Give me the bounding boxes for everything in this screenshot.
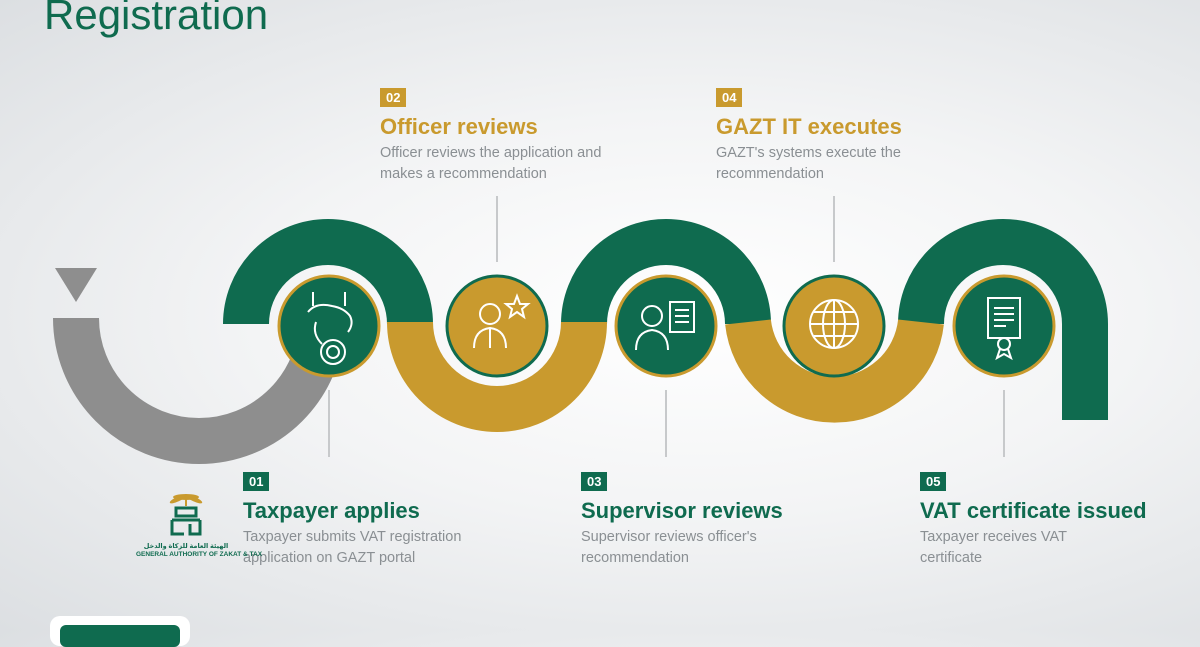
hand-card-icon [277,274,381,378]
flow-segment-green-2 [561,219,771,325]
step-title: Taxpayer applies [243,498,420,523]
step-title: GAZT IT executes [716,114,902,139]
step-number-badge: 04 [716,88,743,107]
officer-star-icon [445,274,549,378]
bottom-button[interactable] [50,616,190,647]
step-description: Officer reviews the application and make… [380,145,602,183]
step-number-badge: 02 [380,88,407,107]
supervisor-document-icon [614,274,718,378]
step-number-badge: 05 [920,472,947,491]
bottom-button-inner[interactable] [60,625,180,647]
step-description: GAZT's systems execute the recommendatio… [716,145,901,183]
gazt-logo: الهيئة العامة للزكاة والدخل GENERAL AUTH… [136,490,263,564]
logo-english-text: GENERAL AUTHORITY OF ZAKAT & TAX [136,550,263,558]
flow-segment-gold-1 [387,321,607,432]
step-04: 04 GAZT IT executes GAZT's systems execu… [716,88,916,185]
step-01: 01 Taxpayer applies Taxpayer submits VAT… [243,472,503,569]
process-flow-diagram [53,196,1108,464]
step-05: 05 VAT certificate issued Taxpayer recei… [920,472,1160,569]
page-title: Registration [44,0,269,38]
logo-arabic-text: الهيئة العامة للزكاة والدخل [143,543,229,550]
step-03: 03 Supervisor reviews Supervisor reviews… [581,472,821,569]
step-description: Taxpayer submits VAT registration applic… [243,529,462,567]
step-description: Supervisor reviews officer's recommendat… [581,529,757,567]
connector-lines [328,196,1005,457]
flow-segment-green-1 [223,219,433,325]
palm-logo-icon [169,494,203,536]
step-title: Officer reviews [380,114,538,139]
step-02: 02 Officer reviews Officer reviews the a… [380,88,620,185]
step-number-badge: 03 [581,472,608,491]
step-title: VAT certificate issued [920,498,1147,523]
flow-segment-green-3 [898,219,1108,420]
globe-icon [782,274,886,378]
start-arrow-icon [55,268,97,302]
step-description: Taxpayer receives VAT certificate [920,529,1067,567]
flow-segment-gold-2 [725,318,944,423]
certificate-icon [952,274,1056,378]
flow-segment-gray [53,317,345,464]
step-title: Supervisor reviews [581,498,783,523]
step-number-badge: 01 [243,472,270,491]
